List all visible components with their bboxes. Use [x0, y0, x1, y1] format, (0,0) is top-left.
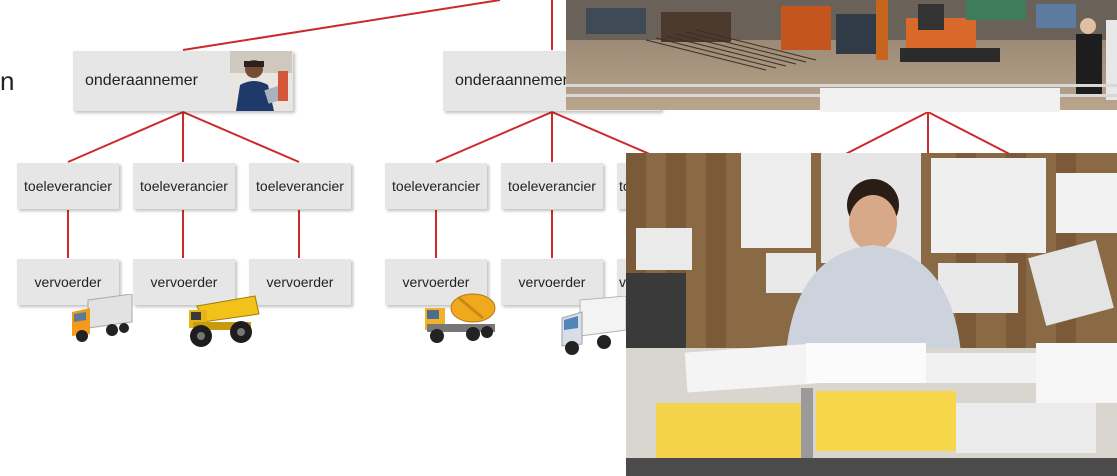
orange-truck-icon: [72, 294, 133, 342]
supplier-box-1: toeleverancier: [17, 163, 119, 209]
subcontractor-box-3: [820, 88, 1060, 112]
worker-photo: [230, 51, 292, 111]
supplier-label: toeleverancier: [140, 178, 228, 194]
carrier-box-1: vervoerder: [17, 259, 119, 305]
supplier-box-5: toeleverancier: [501, 163, 603, 209]
white-lorry-icon: [561, 296, 627, 355]
supplier-label: toeleverancier: [256, 178, 344, 194]
supplier-box-2: toeleverancier: [133, 163, 235, 209]
carrier-box-5: vervoerder: [501, 259, 603, 305]
carrier-label: vervoerder: [150, 274, 218, 290]
supplier-label: toeleverancier: [392, 178, 480, 194]
supplier-label: toeleverancier: [508, 178, 596, 194]
supplier-label: toeleverancier: [24, 178, 112, 194]
office-man-photo: [626, 153, 1117, 476]
cement-mixer-icon: [425, 293, 496, 343]
supplier-box-4: toeleverancier: [385, 163, 487, 209]
partial-heading-text: n: [0, 66, 15, 96]
carrier-label: vervoerder: [402, 274, 470, 290]
subcontractor-label: onderaannemer: [85, 72, 198, 89]
carrier-box-2: vervoerder: [133, 259, 235, 305]
carrier-label: vervoerder: [266, 274, 334, 290]
construction-site-photo: [566, 0, 1117, 110]
carrier-label: vervoerder: [518, 274, 586, 290]
carrier-box-3: vervoerder: [249, 259, 351, 305]
subcontractor-label: onderaannemer: [455, 72, 568, 89]
carrier-label: vervoerder: [34, 274, 102, 290]
dump-truck-icon: [189, 295, 260, 347]
supplier-box-3: toeleverancier: [249, 163, 351, 209]
